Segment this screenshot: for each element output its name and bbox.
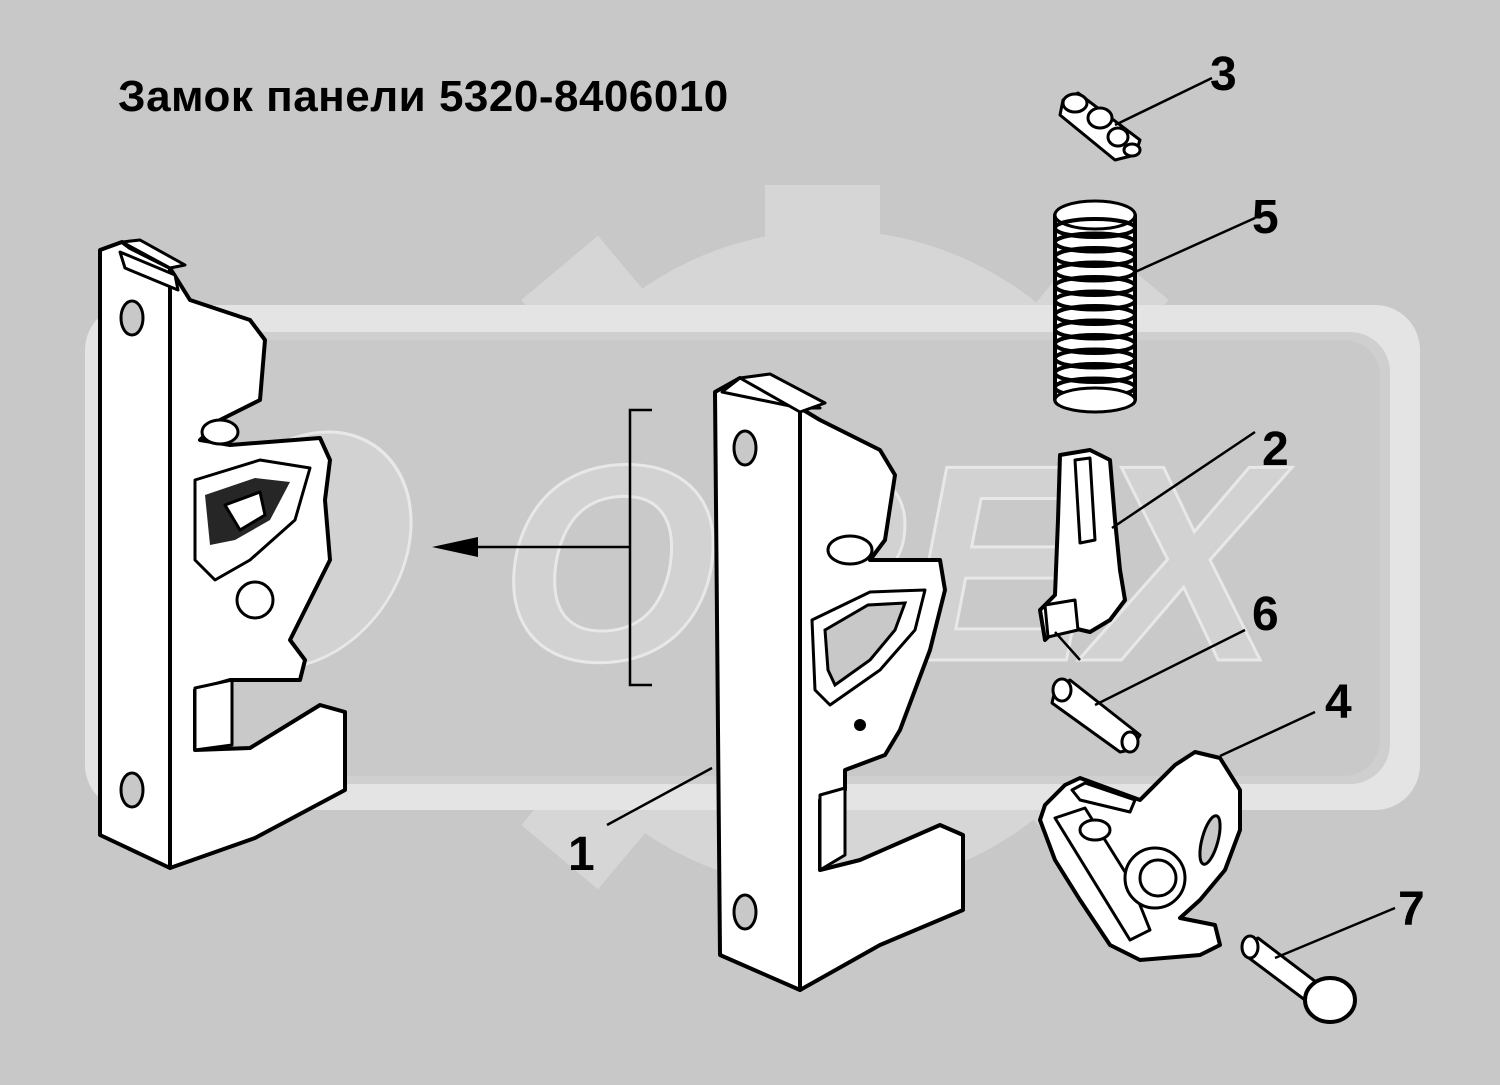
mount-hole-top-icon (119, 299, 145, 337)
spring-coil (1053, 275, 1137, 297)
callout-6: 6 (1252, 588, 1279, 641)
mount-hole-bottom-icon (119, 771, 145, 809)
part-4-latch (1038, 750, 1242, 962)
spring-coil (1053, 246, 1137, 268)
assembly-bracket (432, 408, 652, 687)
callout-5: 5 (1252, 191, 1279, 244)
assembled-lock (98, 238, 347, 870)
diagram-title: Замок панели 5320-8406010 (118, 72, 729, 121)
rivet-icon (854, 719, 866, 731)
part-1-base-plate (713, 372, 965, 992)
part-6-pin (1050, 677, 1142, 754)
part-2-lever (1038, 448, 1127, 642)
spring-coil (1053, 289, 1137, 312)
spring-coil (1053, 231, 1137, 254)
plate-hole-bottom-icon (732, 893, 758, 931)
callout-1: 1 (568, 828, 595, 881)
spring-coil (1053, 362, 1137, 384)
spring-coil (1053, 333, 1137, 355)
leader-lines (606, 76, 1396, 960)
part-7-bolt (1240, 934, 1357, 1024)
callout-2: 2 (1262, 423, 1289, 476)
callouts: 3 5 2 6 4 7 1 (568, 48, 1425, 936)
spring-coil (1053, 347, 1137, 370)
spring-coil (1053, 318, 1137, 341)
spring-coil (1053, 304, 1137, 326)
callout-4: 4 (1325, 676, 1352, 729)
callout-7: 7 (1398, 883, 1425, 936)
plate-hole-top-icon (732, 429, 758, 467)
spring-coil (1053, 217, 1137, 239)
callout-3: 3 (1210, 48, 1237, 101)
arrow-head-icon (432, 537, 478, 557)
part-3-pin (1058, 91, 1142, 162)
part-5-spring (1053, 199, 1137, 414)
